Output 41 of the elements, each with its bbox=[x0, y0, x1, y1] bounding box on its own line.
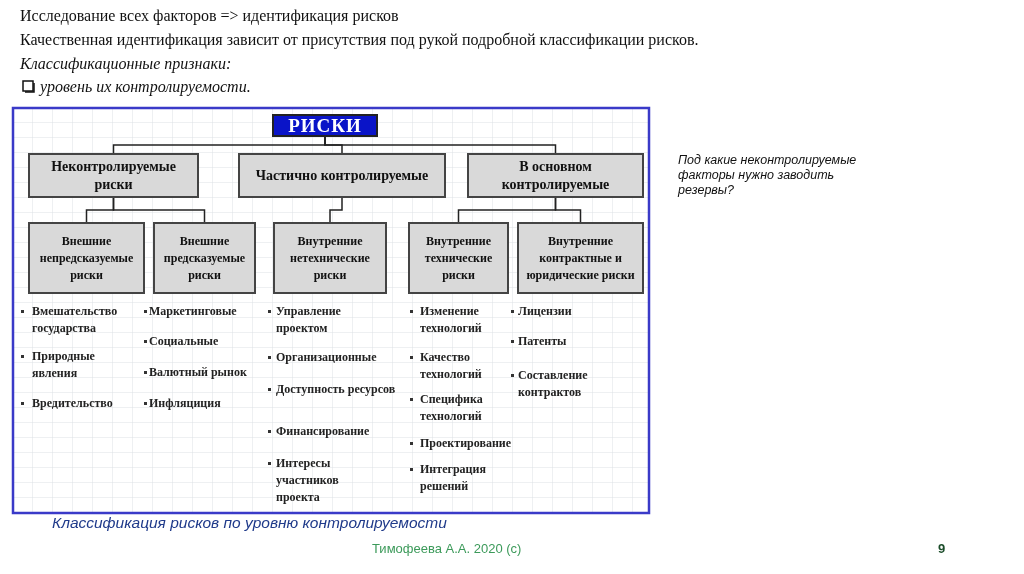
list-item: Управление проектом bbox=[276, 303, 342, 337]
connector-line bbox=[329, 197, 343, 223]
list-item: Составление контрактов bbox=[518, 367, 589, 401]
list-item: Интересы участников проекта bbox=[276, 455, 340, 506]
category-box: Внутренние контрактные и юридические риски bbox=[517, 222, 644, 294]
category-box: В основном контролируемые bbox=[467, 153, 644, 198]
category-box: Внешние предсказуемые риски bbox=[153, 222, 256, 294]
category-box: Неконтролируемые риски bbox=[28, 153, 199, 198]
list-item: Специфика технологий bbox=[420, 391, 484, 425]
list-item: Валютный рынок bbox=[149, 364, 248, 381]
list-item: Качество технологий bbox=[420, 349, 483, 383]
category-box: Частично контролируемые bbox=[238, 153, 446, 198]
list-item: Маркетинговые bbox=[149, 303, 238, 320]
category-box: Внешние непредсказуемые риски bbox=[28, 222, 145, 294]
list-item: Патенты bbox=[518, 333, 568, 350]
list-item: Вмешательство государства bbox=[32, 303, 119, 337]
note-text: Под какие неконтролируемые факторы нужно заводить резервы? bbox=[678, 153, 858, 198]
caption-text: Классификация рисков по уровню контролируемости bbox=[52, 514, 447, 532]
author-credit: Тимофеева А.А. 2020 (с) bbox=[372, 541, 522, 556]
list-item: Интеграция решений bbox=[420, 461, 487, 495]
title-box: РИСКИ bbox=[272, 114, 378, 137]
heading-text: Исследование всех факторов => идентификация рисков bbox=[20, 6, 399, 25]
list-item: Доступность ресурсов bbox=[276, 381, 397, 398]
list-item: Изменение технологий bbox=[420, 303, 483, 337]
list-item: Организационные bbox=[276, 349, 378, 366]
list-item: Финансирование bbox=[276, 423, 371, 440]
list-item: Проектирование bbox=[420, 435, 513, 452]
connector-line bbox=[554, 197, 582, 223]
connector-line bbox=[324, 136, 557, 154]
category-box: Внутренние нетехнические риски bbox=[273, 222, 387, 294]
list-item: Вредительство bbox=[32, 395, 114, 412]
connector-line bbox=[112, 197, 206, 223]
body-text: Качественная идентификация зависит от присутствия под рукой подробной классификации рисков. bbox=[20, 30, 699, 49]
page-number: 9 bbox=[938, 541, 946, 556]
subheading-text: Классификационные признаки: bbox=[20, 54, 232, 73]
list-item: уровень их контролируемости. bbox=[40, 77, 251, 96]
list-item: Природные явления bbox=[32, 348, 96, 382]
list-item: Лицензии bbox=[518, 303, 573, 320]
list-item: Инфляциция bbox=[149, 395, 222, 412]
category-box: Внутренние технические риски bbox=[408, 222, 509, 294]
list-item: Социальные bbox=[149, 333, 220, 350]
